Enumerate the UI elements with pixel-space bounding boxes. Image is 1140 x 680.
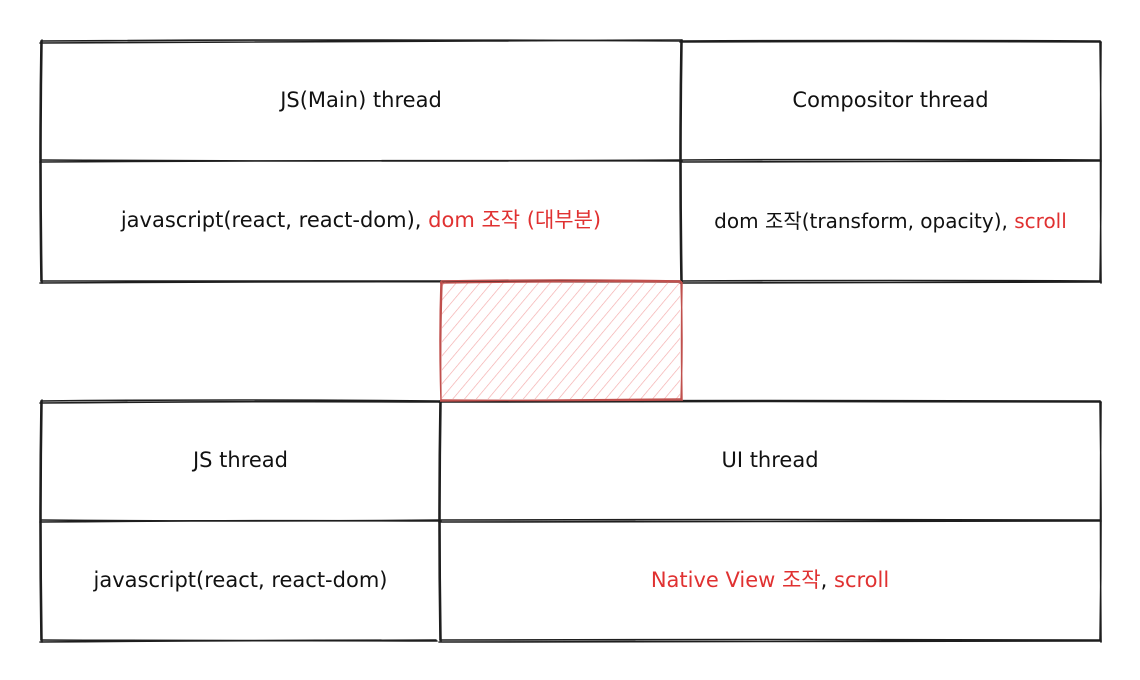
ui-thread-header: UI thread: [440, 401, 1100, 520]
ui-desc-highlight-scroll: scroll: [834, 567, 890, 592]
js-thread-header: JS thread: [41, 401, 440, 520]
compositor-desc-highlight: scroll: [1014, 208, 1067, 233]
js-main-thread-label: JS(Main) thread: [280, 88, 442, 112]
ui-desc-highlight-native-view: Native View 조작: [650, 567, 821, 592]
compositor-desc-plain: dom 조작(transform, opacity),: [714, 208, 1015, 233]
js-main-desc-plain: javascript(react, react-dom),: [120, 208, 429, 232]
js-thread-description: javascript(react, react-dom): [41, 520, 440, 640]
compositor-thread-label: Compositor thread: [792, 88, 989, 112]
js-desc-text: javascript(react, react-dom): [93, 567, 388, 592]
js-main-thread-header: JS(Main) thread: [41, 41, 681, 160]
js-thread-label: JS thread: [192, 448, 289, 472]
ui-thread-label: UI thread: [721, 448, 819, 472]
ui-desc-separator: ,: [820, 567, 834, 592]
compositor-thread-header: Compositor thread: [681, 41, 1100, 160]
js-main-desc-highlight: dom 조작 (대부분): [428, 208, 602, 232]
ui-thread-description: Native View 조작 , scroll: [440, 520, 1100, 640]
js-main-thread-description: javascript(react, react-dom), dom 조작 (대부…: [41, 160, 681, 281]
hatched-connector: [439, 279, 683, 402]
compositor-thread-description: dom 조작(transform, opacity), scroll: [681, 160, 1100, 281]
